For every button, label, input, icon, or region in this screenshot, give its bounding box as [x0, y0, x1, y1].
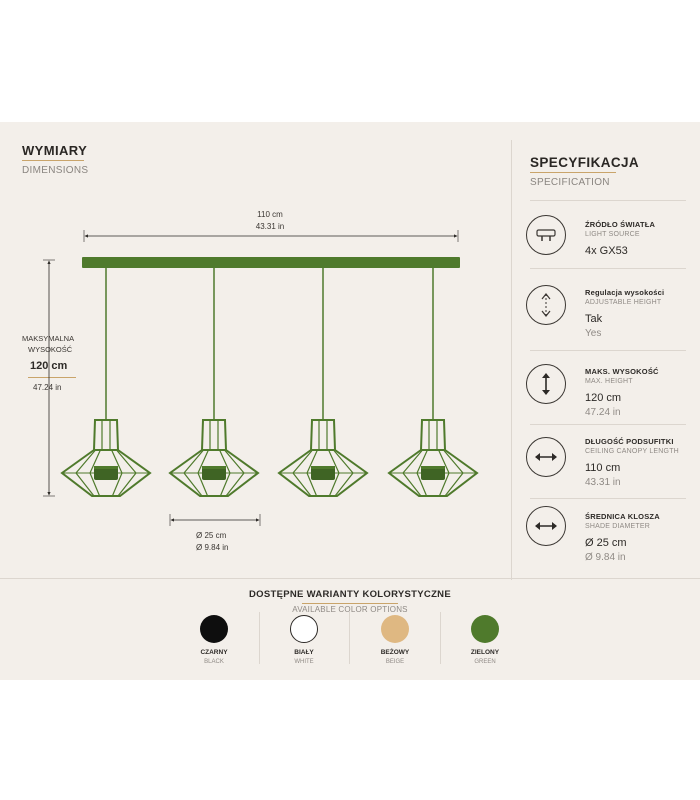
- shade-cm: Ø 25 cm: [196, 531, 227, 540]
- adjustable-height-icon: [526, 285, 566, 325]
- spec-item-adjustable-height: Regulacja wysokości ADJUSTABLE HEIGHT Ta…: [585, 288, 685, 339]
- spec-item-canopy-length: DŁUGOŚĆ PODSUFITKI CEILING CANOPY LENGTH…: [585, 437, 695, 488]
- pendant-shade: [277, 268, 369, 497]
- bulb-holder: [94, 466, 118, 480]
- spec-divider: [530, 268, 686, 269]
- section-divider: [511, 140, 512, 580]
- shade-cage: [277, 449, 369, 497]
- spec-item-max-height: MAKS. WYSOKOŚĆ MAX. HEIGHT 120 cm 47.24 …: [585, 367, 685, 418]
- spec-sub: ADJUSTABLE HEIGHT: [585, 299, 662, 306]
- light-source-icon: [526, 215, 566, 255]
- specification-title-underline: [530, 172, 616, 173]
- bulb-holder: [311, 466, 335, 480]
- width-cm: 110 cm: [257, 210, 283, 219]
- pendant-shade: [168, 268, 260, 497]
- specification-subtitle: SPECIFICATION: [530, 177, 610, 188]
- canopy-length-icon: [526, 437, 566, 477]
- spec-divider: [530, 200, 686, 201]
- bulb-holder-top: [202, 466, 226, 469]
- spec-value-secondary: 43.31 in: [585, 477, 621, 488]
- spec-value: 110 cm: [585, 462, 621, 474]
- swatch-label: ZIELONY: [470, 649, 500, 656]
- spec-value-secondary: Ø 9.84 in: [585, 552, 626, 563]
- product-sheet: [0, 122, 700, 680]
- height-dimension-line: [43, 259, 55, 497]
- spec-label: DŁUGOŚĆ PODSUFITKI: [585, 437, 674, 446]
- dimensions-title: WYMIARY: [22, 143, 88, 158]
- swatch-sub: BEIGE: [385, 659, 405, 665]
- swatch-white[interactable]: [290, 615, 318, 643]
- shade-neck: [419, 419, 447, 451]
- dimensions-title-underline: [22, 160, 84, 161]
- spec-divider: [530, 424, 686, 425]
- bulb-holder-top: [311, 466, 335, 469]
- swatch-sub: GREEN: [474, 659, 496, 665]
- swatch-divider: [440, 612, 441, 664]
- swatch-beige[interactable]: [381, 615, 409, 643]
- spec-divider: [530, 350, 686, 351]
- swatch-green[interactable]: [471, 615, 499, 643]
- height-in: 47.24 in: [33, 383, 62, 392]
- swatch-black[interactable]: [200, 615, 228, 643]
- shade-neck: [92, 419, 120, 451]
- bulb-holder: [421, 466, 445, 480]
- spec-value-secondary: Yes: [585, 328, 602, 339]
- width-dimension-line: [83, 230, 459, 242]
- spec-value-secondary: 47.24 in: [585, 407, 621, 418]
- shade-cage: [387, 449, 479, 497]
- dimensions-subtitle: DIMENSIONS: [22, 165, 89, 176]
- spec-value: 4x GX53: [585, 245, 628, 257]
- swatch-divider: [349, 612, 350, 664]
- pendant-shade: [60, 268, 152, 497]
- spec-sub: SHADE DIAMETER: [585, 523, 651, 530]
- shade-neck: [309, 419, 337, 451]
- max-height-icon: [526, 364, 566, 404]
- height-underline: [28, 377, 76, 378]
- spec-divider: [530, 498, 686, 499]
- bulb-holder-top: [421, 466, 445, 469]
- spec-item-light-source: ŹRÓDŁO ŚWIATŁA LIGHT SOURCE 4x GX53: [585, 220, 685, 257]
- shade-cage: [168, 449, 260, 497]
- colors-title: DOSTĘPNE WARIANTY KOLORYSTYCZNE: [249, 589, 451, 600]
- swatch-label: CZARNY: [200, 649, 228, 656]
- swatch-sub: WHITE: [294, 659, 314, 665]
- shade-cage: [60, 449, 152, 497]
- shade-dimension-line: [169, 514, 261, 526]
- colors-title-underline: [302, 603, 398, 604]
- shade-diameter-icon: [526, 506, 566, 546]
- swatch-divider: [259, 612, 260, 664]
- shade-neck: [200, 419, 228, 451]
- spec-sub: LIGHT SOURCE: [585, 231, 640, 238]
- spec-value: Tak: [585, 313, 603, 325]
- swatch-label: BEŻOWY: [380, 649, 410, 656]
- spec-label: Regulacja wysokości: [585, 288, 665, 297]
- spec-value: Ø 25 cm: [585, 537, 627, 549]
- spec-sub: CEILING CANOPY LENGTH: [585, 448, 679, 455]
- colors-subtitle: AVAILABLE COLOR OPTIONS: [292, 605, 408, 614]
- spec-sub: MAX. HEIGHT: [585, 378, 633, 385]
- pendant-shade: [387, 268, 479, 497]
- spec-label: ŹRÓDŁO ŚWIATŁA: [585, 220, 656, 229]
- bulb-holder-top: [94, 466, 118, 469]
- spec-value: 120 cm: [585, 392, 622, 404]
- bulb-holder: [202, 466, 226, 480]
- colors-top-divider: [0, 578, 700, 579]
- lamp-drawing: [43, 230, 479, 526]
- swatch-sub: BLACK: [204, 659, 224, 665]
- spec-label: MAKS. WYSOKOŚĆ: [585, 367, 659, 376]
- spec-item-shade-diameter: ŚREDNICA KLOSZA SHADE DIAMETER Ø 25 cm Ø…: [585, 512, 685, 563]
- spec-label: ŚREDNICA KLOSZA: [585, 512, 660, 521]
- swatch-label: BIAŁY: [294, 649, 314, 656]
- width-in: 43.31 in: [255, 222, 285, 231]
- specification-title: SPECYFIKACJA: [530, 155, 640, 170]
- shade-in: Ø 9.84 in: [196, 543, 229, 552]
- ceiling-canopy: [82, 257, 460, 268]
